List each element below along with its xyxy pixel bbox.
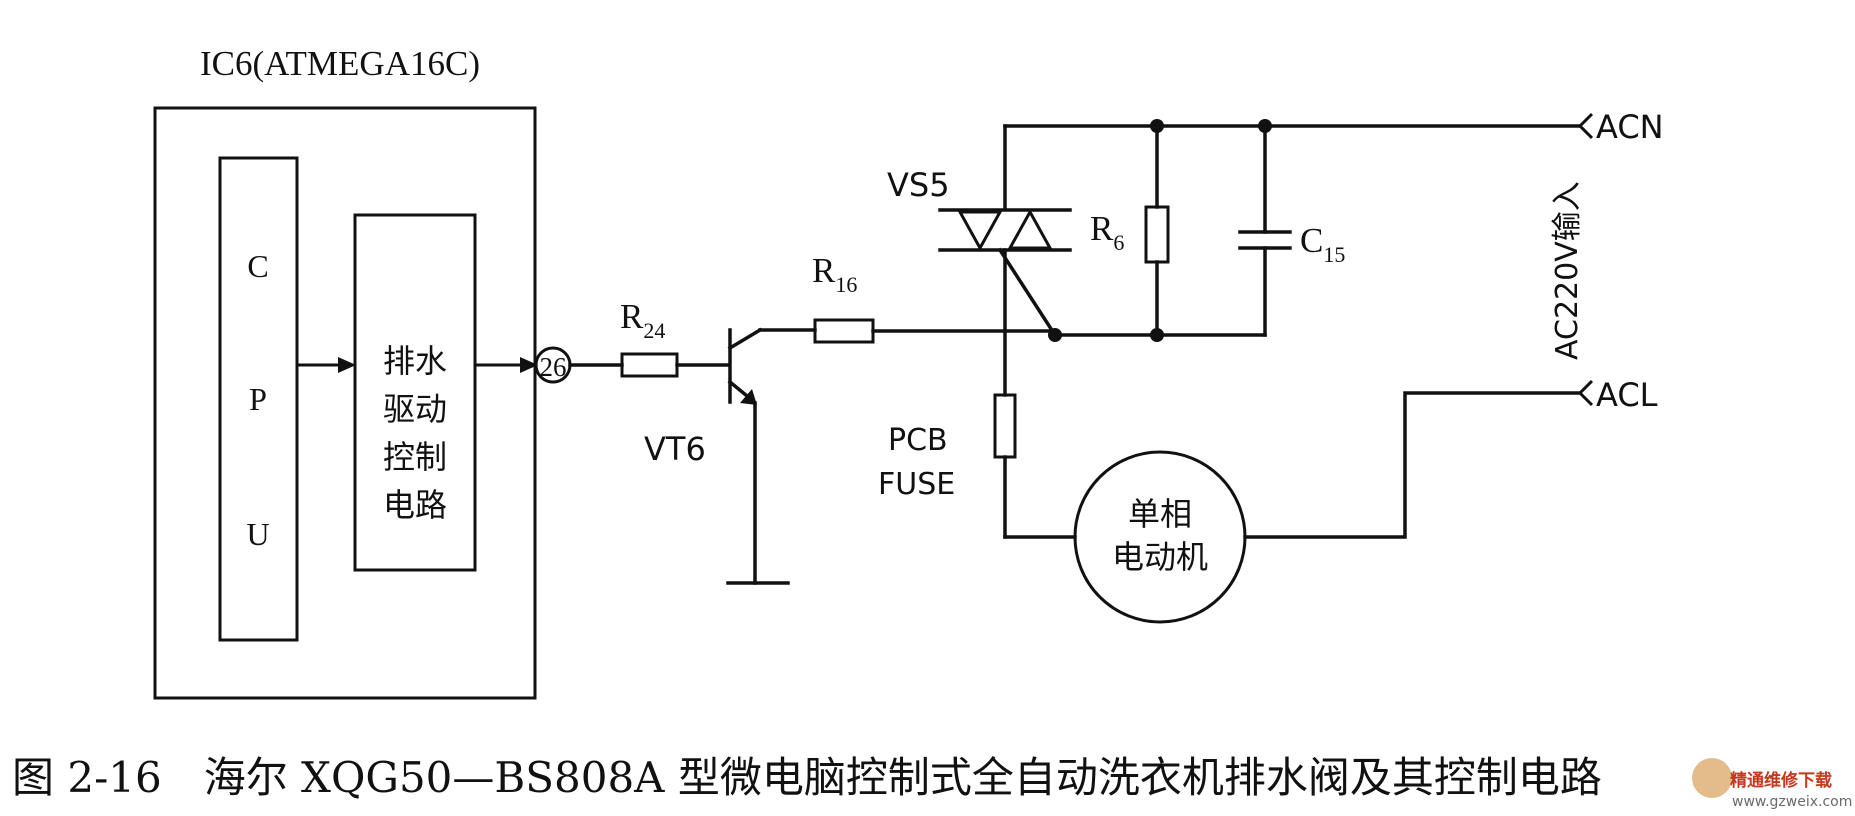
cpu-letter-p: P [249,381,267,417]
r16-resistor [813,318,875,344]
vs5-triangle-b [1007,208,1053,250]
ic6-block: IC6(ATMEGA16C) [153,44,537,700]
arrow-cpu-to-driver [297,357,356,373]
watermark-line-2: www.gzweix.com [1732,794,1852,810]
drain-driver-line-4: 电路 [383,486,447,524]
ac-input-label: AC220V输入 [1550,181,1585,360]
motor-label-line-1: 单相 [1128,495,1192,533]
triac-vs5: VS5 [887,124,1072,397]
vs5-triangle-a [957,210,1003,252]
drain-driver-block: 排水 驱动 控制 电路 [353,213,477,572]
acl-terminal-symbol [1577,379,1594,407]
r24-label: R24 [620,297,665,343]
watermark: 精通维修下载 www.gzweix.com [1692,758,1852,810]
r6-label: R6 [1090,209,1124,255]
vs5-label: VS5 [887,166,950,204]
wire-motor-to-acl [1243,391,1582,539]
watermark-logo-icon [1692,758,1732,798]
motor-circle [1073,450,1247,624]
figure-caption: 图 2-16 海尔 XQG50—BS808A 型微电脑控制式全自动洗衣机排水阀及… [12,753,1602,802]
vt6-collector [727,327,763,351]
cpu-outline [218,156,299,642]
fuse-label-line-2: FUSE [878,467,955,502]
drain-driver-outline [353,213,477,572]
drain-driver-line-2: 驱动 [383,390,447,428]
motor-label-line-2: 电动机 [1112,538,1208,576]
r6-body [1144,205,1170,264]
terminal-acn: ACN [1577,108,1664,146]
acn-terminal-symbol [1577,112,1594,140]
vt6-label: VT6 [644,430,706,468]
watermark-line-1: 精通维修下载 [1730,770,1832,791]
resistor-r6: R6 [1090,124,1170,337]
cpu-letter-c: C [247,248,268,284]
transistor-vt6: VT6 [644,327,817,585]
ic6-label: IC6(ATMEGA16C) [200,44,480,83]
pcb-fuse: PCB FUSE [878,393,1077,539]
acl-label: ACL [1596,376,1658,414]
cpu-block: C P U [218,156,299,642]
capacitor-c15: C15 [1238,124,1345,337]
ic6-outline [153,106,537,700]
single-phase-motor: 单相 电动机 [1073,450,1247,624]
drain-driver-line-1: 排水 [383,342,447,380]
arrow-driver-to-pin [475,357,538,373]
fuse-body [993,393,1017,459]
vs5-gate-lead [997,247,1058,338]
r24-resistor [620,352,679,378]
acn-label: ACN [1596,108,1664,146]
r16-label: R16 [812,251,857,297]
c15-label: C15 [1300,221,1345,267]
pin-26: 26 [534,346,572,384]
fuse-label-line-1: PCB [888,423,948,458]
cpu-letter-u: U [246,516,269,552]
drain-driver-line-3: 控制 [383,438,447,476]
terminal-acl: ACL [1577,376,1658,414]
pin-number: 26 [540,352,567,382]
vt6-emitter-arrow [740,389,757,405]
